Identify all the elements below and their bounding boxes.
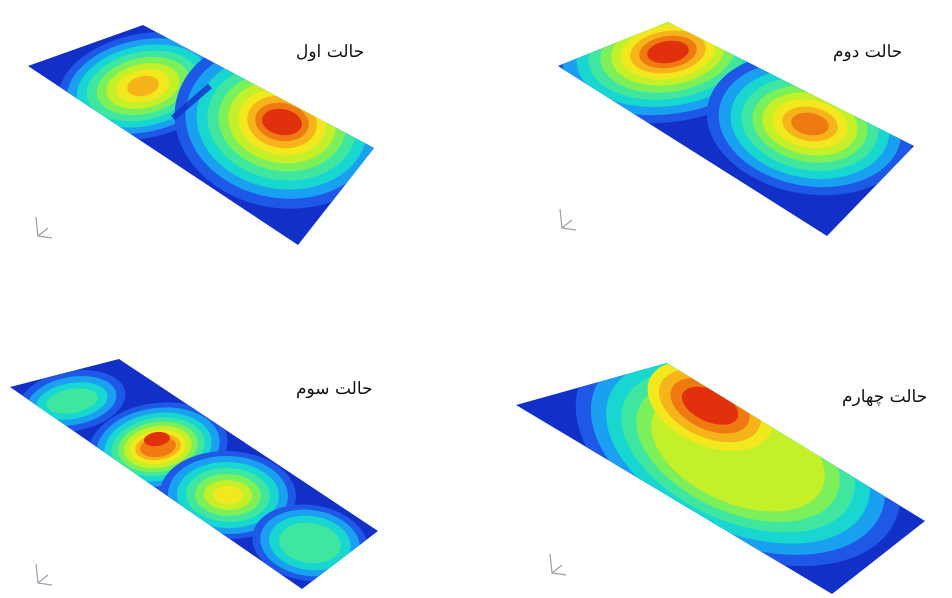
mode-1-plate [28, 25, 374, 245]
axis-triad-icon [549, 553, 567, 576]
mode-1-hump-left [58, 32, 228, 140]
mode-1-hump-right [174, 35, 374, 209]
mode-3-label: حالت سوم [296, 379, 373, 399]
mode-2-contours [558, 22, 914, 196]
axis-triad-icon [35, 216, 53, 239]
mode-4-label: حالت چهارم [842, 387, 928, 407]
mode-panel-3: حالت سوم [0, 299, 476, 598]
mode-panel-1: حالت اول [0, 0, 476, 299]
mode-3-plate [10, 359, 378, 589]
mode-2-plate [558, 22, 914, 236]
mode-panel-2: حالت دوم [476, 0, 952, 299]
axis-triad-icon [559, 208, 577, 231]
mode-2-label: حالت دوم [833, 42, 903, 62]
mode-panel-4: حالت چهارم [476, 299, 952, 598]
mode-4-plate [516, 363, 925, 594]
axis-triad-icon [35, 563, 53, 586]
mode-1-label: حالت اول [296, 42, 365, 62]
mode-3-hump-4 [252, 504, 368, 582]
